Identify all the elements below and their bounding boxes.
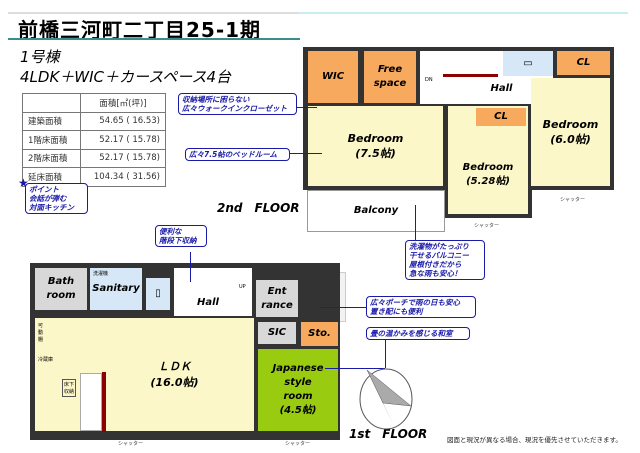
compass-icon bbox=[359, 368, 413, 430]
callout-leader bbox=[325, 368, 385, 369]
room-wic: WIC bbox=[308, 51, 358, 103]
balcony: Balcony bbox=[307, 190, 445, 232]
japanese-room-callout: 畳の温かみを感じる和室 bbox=[366, 327, 470, 340]
table-header: 面積[㎡(坪)] bbox=[22, 93, 166, 113]
layout-summary: 4LDK＋WIC＋カースペース4台 bbox=[20, 68, 232, 86]
callout-leader bbox=[190, 252, 191, 282]
handrail bbox=[443, 74, 498, 77]
callout-leader bbox=[297, 107, 317, 108]
bathroom: Bath room bbox=[35, 268, 87, 310]
washer-label: 洗濯機 bbox=[93, 271, 109, 277]
callout-leader bbox=[415, 205, 416, 240]
second-floor-label: 2nd FLOOR bbox=[217, 201, 300, 215]
shutter-label: シャッター bbox=[285, 441, 311, 447]
stairs-up-label: UP bbox=[239, 284, 246, 290]
kitchen-wall bbox=[102, 372, 106, 432]
room-free-space: Free space bbox=[364, 51, 416, 103]
callout-leader bbox=[385, 340, 386, 368]
wic-callout: 収納場所に困らない 広々ウォークインクローゼット bbox=[178, 93, 297, 115]
porch-callout: 広々ポーチで雨の日も安心 置き配にも便利 bbox=[366, 296, 476, 318]
balcony-callout: 洗濯物がたっぷり 干せるバルコニー 屋根付きだから 急な雨も安心！ bbox=[405, 240, 485, 280]
top-rule-right bbox=[298, 12, 628, 14]
hall-1f: Hall bbox=[174, 268, 252, 316]
bedroom-6-0: Bedroom (6.0帖) bbox=[531, 78, 610, 186]
first-floor-label: 1st FLOOR bbox=[349, 427, 428, 441]
point-callout: ポイント 会話が弾む 対面キッチン bbox=[25, 183, 88, 214]
building-number: 1号棟 bbox=[20, 48, 60, 66]
toilet-icon: ▯ bbox=[155, 288, 161, 299]
toilet-1f: ▯ bbox=[146, 278, 170, 310]
closet-2: CL bbox=[476, 108, 526, 126]
shutter-label: シャッター bbox=[118, 441, 144, 447]
sanitary: Sanitary bbox=[90, 268, 142, 310]
callout-leader bbox=[320, 307, 366, 308]
underfloor-storage-label: 床下 収納 bbox=[62, 379, 77, 397]
shutter-label: シャッター bbox=[560, 197, 586, 203]
bedroom-7-5: Bedroom (7.5帖) bbox=[308, 106, 443, 186]
fridge-label: 冷蔵庫 bbox=[38, 357, 54, 363]
star-icon: ★ bbox=[18, 176, 29, 190]
stairs-callout: 便利な 階段下収納 bbox=[155, 225, 207, 247]
disclaimer-note: 図面と現況が異なる場合、現況を優先させていただきます。 bbox=[447, 436, 622, 444]
japanese-room: Japanese style room (4.5帖) bbox=[258, 349, 338, 431]
storage: Sto. bbox=[301, 322, 338, 346]
movable-shelf-label: 可動棚 bbox=[38, 323, 44, 343]
closet-1: CL bbox=[557, 51, 610, 75]
kitchen-counter bbox=[80, 373, 102, 431]
sic: SIC bbox=[258, 322, 296, 344]
title-underline bbox=[8, 38, 300, 40]
top-rule bbox=[8, 12, 298, 14]
stairs-down-label: DN bbox=[425, 77, 433, 83]
shutter-label: シャッター bbox=[474, 223, 500, 229]
toilet-icon: ▭ bbox=[523, 57, 533, 69]
callout-leader bbox=[290, 153, 322, 154]
entrance: Ent rance bbox=[256, 280, 298, 317]
toilet-2f: ▭ bbox=[503, 51, 553, 76]
bedroom-callout: 広々7.5帖のベッドルーム bbox=[185, 148, 290, 161]
ldk: ＬＤＫ (16.0帖) bbox=[35, 318, 254, 431]
